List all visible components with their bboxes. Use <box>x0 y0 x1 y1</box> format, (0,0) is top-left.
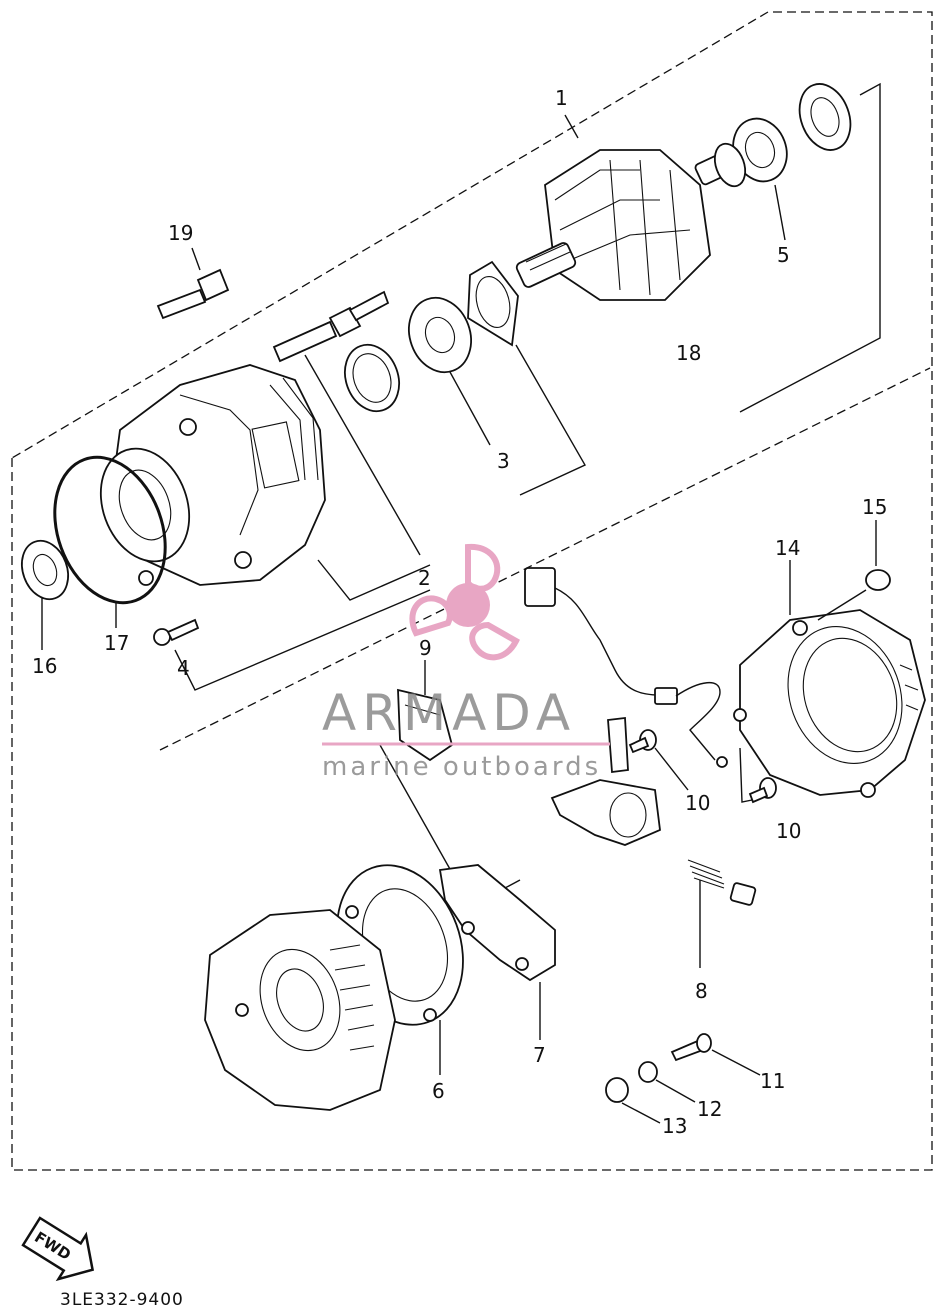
screw-4-part <box>153 618 200 646</box>
callout-8: 8 <box>695 979 708 1003</box>
rectifier-part <box>438 864 556 982</box>
flange-bolt-part <box>156 268 230 320</box>
leader-1 <box>564 114 579 139</box>
callout-18: 18 <box>676 341 701 365</box>
callout-10b: 10 <box>776 819 801 843</box>
leader-2c <box>317 559 431 601</box>
callout-3: 3 <box>497 449 510 473</box>
fwd-arrow-icon: FWD <box>21 1216 95 1282</box>
retainer-plate-part <box>467 260 519 347</box>
leader-15b <box>817 589 867 621</box>
leader-4 <box>174 589 431 691</box>
front-bearing-part <box>408 296 472 374</box>
leader-5 <box>739 82 881 413</box>
leader-3 <box>515 344 586 496</box>
callout-15: 15 <box>862 495 887 519</box>
callout-1: 1 <box>555 86 568 110</box>
screw-10b-part <box>748 777 777 804</box>
oil-seal-part <box>21 539 69 601</box>
front-housing-part <box>99 364 326 586</box>
leader-19 <box>191 247 201 271</box>
leader-11 <box>711 1049 761 1076</box>
callout-4: 4 <box>177 656 190 680</box>
screw-10a-part <box>628 729 657 754</box>
rear-bearing-part <box>713 117 788 188</box>
drawing-code: 3LE332-9400 <box>60 1290 184 1310</box>
callout-6: 6 <box>432 1079 445 1103</box>
callout-9: 9 <box>419 636 432 660</box>
leader-8a <box>379 744 456 879</box>
bolt-11-part <box>670 1033 712 1062</box>
brush-holder-part <box>550 716 661 846</box>
watermark-tagline: marine outboards <box>322 752 601 782</box>
callout-11: 11 <box>760 1069 785 1093</box>
callout-19: 19 <box>168 221 193 245</box>
leader-10a <box>654 747 689 791</box>
callout-17: 17 <box>104 631 129 655</box>
wire-harness-part <box>524 567 728 768</box>
callout-12: 12 <box>697 1097 722 1121</box>
callout-16: 16 <box>32 654 57 678</box>
washer-13-part <box>605 1077 629 1103</box>
callout-labels: 1 2 3 4 5 6 7 8 9 10 10 11 12 13 14 15 1… <box>32 86 887 1138</box>
rear-housing-part <box>204 909 396 1111</box>
callout-2: 2 <box>418 566 431 590</box>
armada-watermark: ARMADA marine outboards <box>322 543 610 782</box>
washer-12-part <box>638 1061 658 1083</box>
callout-13: 13 <box>662 1114 687 1138</box>
brush-spring-part <box>687 859 757 906</box>
bearing-seal-part <box>798 83 852 151</box>
spacer-ring-part <box>344 343 400 413</box>
nut-15-part <box>865 520 891 591</box>
callout-10a: 10 <box>685 791 710 815</box>
leader-13 <box>621 1102 661 1124</box>
propeller-logo-icon <box>409 543 520 661</box>
callout-14: 14 <box>775 536 800 560</box>
leader-12 <box>655 1079 696 1103</box>
callout-5: 5 <box>777 243 790 267</box>
leader-10b <box>739 747 753 803</box>
watermark-brand: ARMADA <box>322 684 576 742</box>
assembly-boundary <box>11 11 933 1171</box>
callout-7: 7 <box>533 1043 546 1067</box>
stud-bolt-part <box>272 290 390 363</box>
leader-3b <box>449 371 491 446</box>
o-ring-part <box>53 455 167 605</box>
leader-2 <box>304 354 421 556</box>
rear-cover-part <box>733 609 926 798</box>
leader-5b <box>774 184 786 241</box>
